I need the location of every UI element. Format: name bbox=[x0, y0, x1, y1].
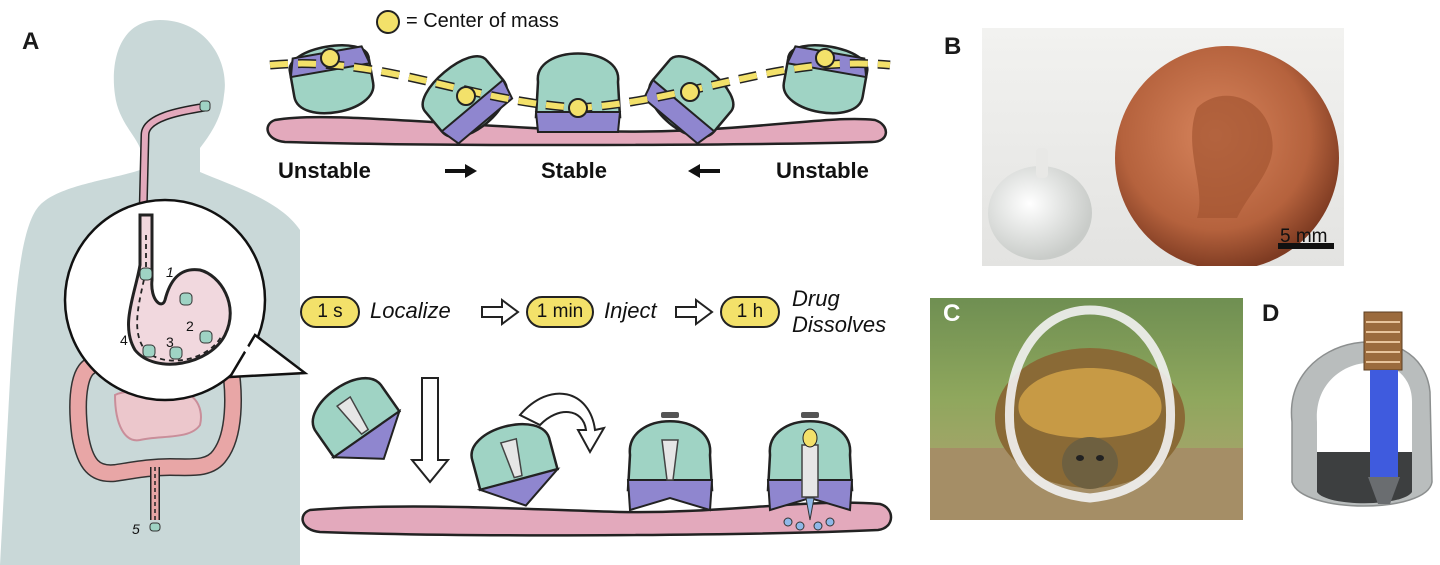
capsule-penny-illustration bbox=[988, 46, 1339, 266]
unstable-right-label: Unstable bbox=[776, 158, 869, 183]
arrow-left-icon bbox=[688, 164, 720, 178]
gi-tract-diagram bbox=[63, 100, 309, 532]
gi-marker-3: 3 bbox=[166, 334, 174, 350]
gi-marker-5: 5 bbox=[132, 521, 140, 537]
capsule-penny-photo bbox=[982, 28, 1344, 266]
panel-label-a: A bbox=[22, 28, 40, 55]
step-drug-label-line1: Drug bbox=[792, 286, 840, 311]
unstable-left-label: Unstable bbox=[278, 158, 371, 183]
gi-marker-4: 4 bbox=[120, 332, 128, 348]
time-pill-1s: 1 s bbox=[300, 296, 360, 328]
gi-marker-1: 1 bbox=[166, 264, 174, 280]
stability-diagram bbox=[266, 44, 891, 147]
scale-bar-label: 5 mm bbox=[1280, 226, 1328, 247]
gi-marker-2: 2 bbox=[186, 318, 194, 334]
tortoise-photo bbox=[930, 298, 1243, 520]
panel-label-c: C bbox=[943, 300, 961, 327]
panel-label-d: D bbox=[1262, 300, 1280, 327]
time-pill-1min: 1 min bbox=[526, 296, 594, 328]
hollow-arrow-right-icon-2 bbox=[675, 298, 714, 326]
arrow-right-icon bbox=[445, 164, 477, 178]
hollow-arrow-right-icon bbox=[481, 298, 520, 326]
step-inject-label: Inject bbox=[604, 298, 657, 323]
stable-label: Stable bbox=[541, 158, 608, 183]
injection-sequence-diagram bbox=[301, 377, 893, 537]
time-pill-1h: 1 h bbox=[720, 296, 780, 328]
tortoise-illustration bbox=[930, 305, 1243, 520]
step-localize-label: Localize bbox=[370, 298, 451, 323]
center-of-mass-legend-dot bbox=[376, 10, 400, 34]
panel-label-b: B bbox=[944, 33, 962, 60]
step-drug-label-line2: Dissolves bbox=[792, 312, 887, 337]
capsule-cutaway-render bbox=[1290, 311, 1433, 507]
center-of-mass-legend: = Center of mass bbox=[406, 10, 559, 32]
